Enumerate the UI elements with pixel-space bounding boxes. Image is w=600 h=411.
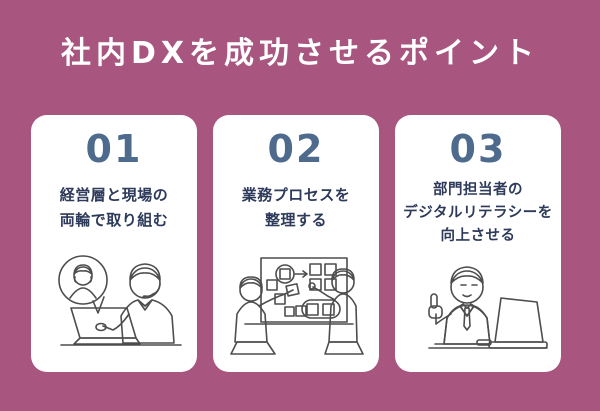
cards-row: 01 経営層と現場の 両輪で取り組む <box>31 115 561 372</box>
card-3-text: 部門担当者の デジタルリテラシーを 向上させる <box>403 179 552 249</box>
thumbs-up-laptop-illustration-icon <box>405 262 551 366</box>
card-3-text-line-2: デジタルリテラシーを <box>403 204 553 221</box>
card-point-2: 02 業務プロセスを 整理する <box>213 115 379 372</box>
card-2-number: 02 <box>267 127 325 171</box>
card-1-text: 経営層と現場の 両輪で取り組む <box>60 183 169 234</box>
card-3-text-line-1: 部門担当者の <box>432 181 523 198</box>
card-1-text-line-2: 両輪で取り組む <box>59 211 169 230</box>
online-meeting-laptop-illustration-icon <box>41 250 187 366</box>
card-2-text-line-1: 業務プロセスを <box>241 185 351 204</box>
page-title: 社内DXを成功させるポイント <box>60 36 540 71</box>
card-3-text-line-3: 向上させる <box>440 228 516 245</box>
card-3-number: 03 <box>449 127 507 171</box>
card-1-number: 01 <box>85 127 143 171</box>
card-1-text-line-1: 経営層と現場の <box>59 185 169 204</box>
card-point-1: 01 経営層と現場の 両輪で取り組む <box>31 115 197 372</box>
card-2-text-line-2: 整理する <box>264 211 327 230</box>
process-mapping-board-illustration-icon <box>223 250 369 366</box>
card-2-text: 業務プロセスを 整理する <box>242 183 351 234</box>
card-point-3: 03 部門担当者の デジタルリテラシーを 向上させる <box>395 115 561 372</box>
